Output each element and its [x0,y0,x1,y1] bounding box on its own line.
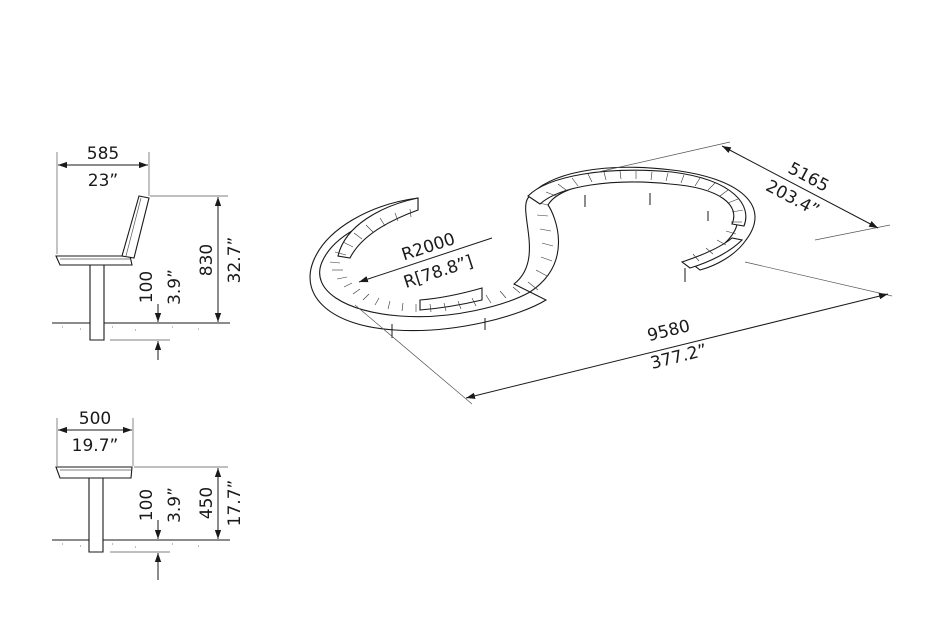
radius-dimension-line [358,237,493,283]
bench-post [88,478,104,553]
height-mm-label: 830 [197,244,217,276]
ground-dots [62,543,199,548]
depth-in-label: 3.9” [165,487,185,523]
backrest-bench-section: 585 23” 830 32.7” 100 3.9” [52,144,245,360]
bench-seat [55,255,133,266]
width-in-label: 19.7” [72,436,119,456]
height-in-label: 17.7” [225,480,245,527]
backrest-left [337,197,419,259]
length-dimension-line [465,293,889,399]
length-mm-label: 9580 [645,316,692,346]
s-bench-isometric-view: R2000 R[78.8”] 5165 203.4” 9580 377.2” [309,141,893,405]
width-dimension-line [721,145,879,229]
bench-backrest [121,195,150,259]
width-mm-label: 500 [79,409,111,429]
width-mm-label: 585 [87,144,119,164]
ground-dots [62,326,199,331]
depth-in-label: 3.9” [165,269,185,305]
height-mm-label: 450 [197,487,217,519]
bench-post [89,265,105,341]
bench-seat [55,466,133,479]
depth-mm-label: 100 [137,489,157,521]
seat-bench-section: 500 19.7” 450 17.7” 100 3.9” [52,409,245,580]
depth-mm-label: 100 [137,271,157,303]
height-in-label: 32.7” [225,237,245,284]
width-in-label: 23” [88,171,118,191]
